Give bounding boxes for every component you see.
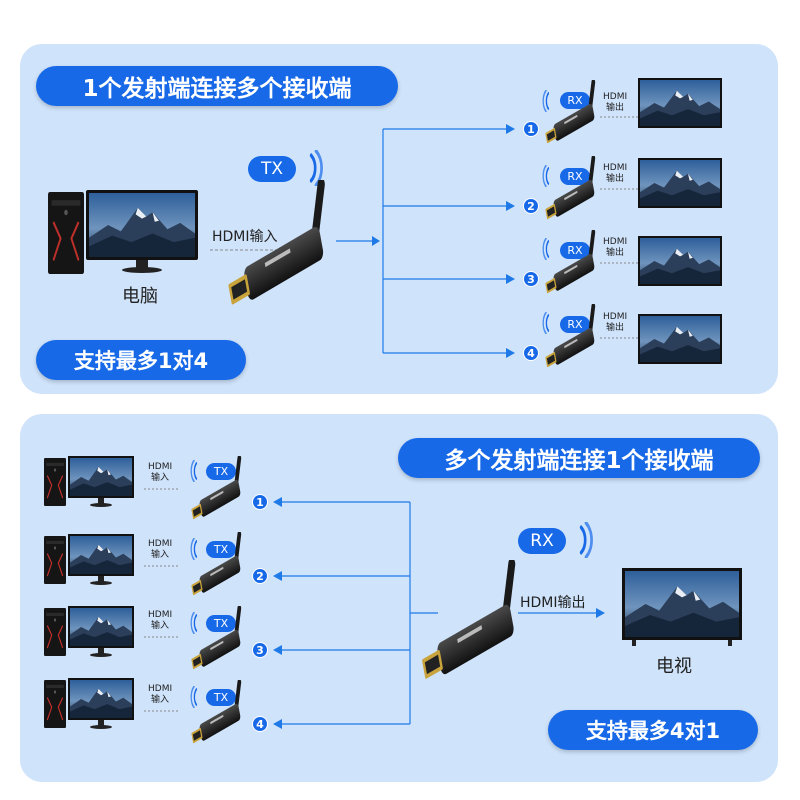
wifi-signal-icon bbox=[574, 522, 598, 558]
bottom-heading: 多个发射端连接1个接收端 bbox=[398, 438, 760, 478]
transmitter-number: 4 bbox=[252, 716, 268, 732]
monitor-icon bbox=[68, 456, 134, 507]
monitor-icon bbox=[68, 534, 134, 585]
rx-badge: RX bbox=[560, 168, 590, 185]
hdmi-dongle-icon bbox=[186, 680, 248, 746]
hdmi-dongle-icon bbox=[186, 532, 248, 598]
top-support-label: 支持最多1对4 bbox=[36, 340, 246, 380]
tv-icon bbox=[638, 78, 722, 128]
tv-icon bbox=[638, 158, 722, 208]
computer-label: 电脑 bbox=[122, 286, 158, 307]
rx-badge: RX bbox=[560, 92, 590, 109]
tx-badge: TX bbox=[206, 615, 236, 632]
hdmi-dongle-icon bbox=[186, 456, 248, 522]
hdmi-input-line bbox=[144, 710, 180, 712]
tx-badge: TX bbox=[206, 463, 236, 480]
tower-pc-icon bbox=[44, 458, 66, 506]
hdmi-input-label: HDMI输入 bbox=[212, 229, 278, 245]
receiver-number: 2 bbox=[523, 198, 539, 214]
tower-pc-icon bbox=[44, 536, 66, 584]
tv-icon bbox=[622, 568, 742, 646]
transmitter-number: 2 bbox=[252, 568, 268, 584]
receiver-number: 1 bbox=[523, 121, 539, 137]
tower-pc-icon bbox=[44, 608, 66, 656]
hdmi-input-line bbox=[144, 636, 180, 638]
monitor-icon bbox=[68, 678, 134, 729]
tx-badge: TX bbox=[206, 541, 236, 558]
top-heading: 1个发射端连接多个接收端 bbox=[36, 66, 398, 106]
hdmi-dongle-icon bbox=[186, 606, 248, 672]
tx-badge: TX bbox=[248, 156, 296, 182]
rx-badge: RX bbox=[560, 242, 590, 259]
bottom-support-label: 支持最多4对1 bbox=[548, 710, 758, 750]
tv-icon bbox=[638, 236, 722, 286]
tv-label: 电视 bbox=[656, 656, 692, 677]
hdmi-output-line bbox=[600, 262, 640, 264]
hdmi-dongle-icon bbox=[412, 560, 528, 684]
transmitter-number: 1 bbox=[252, 494, 268, 510]
tv-icon bbox=[638, 314, 722, 364]
tower-pc-icon bbox=[44, 680, 66, 728]
transmitter-number: 3 bbox=[252, 642, 268, 658]
top-connector-lines bbox=[336, 124, 515, 358]
monitor-icon bbox=[68, 606, 134, 657]
receiver-number: 3 bbox=[523, 271, 539, 287]
monitor-icon bbox=[86, 190, 198, 273]
hdmi-input-line bbox=[144, 565, 180, 567]
tx-badge: TX bbox=[206, 689, 236, 706]
receiver-number: 4 bbox=[523, 345, 539, 361]
hdmi-output-line bbox=[600, 337, 640, 339]
rx-badge: RX bbox=[560, 316, 590, 333]
hdmi-input-line bbox=[144, 488, 180, 490]
hdmi-output-label-main: HDMI输出 bbox=[520, 595, 586, 611]
hdmi-output-line bbox=[600, 116, 640, 118]
rx-badge-main: RX bbox=[518, 528, 566, 554]
hdmi-output-line bbox=[600, 188, 640, 190]
